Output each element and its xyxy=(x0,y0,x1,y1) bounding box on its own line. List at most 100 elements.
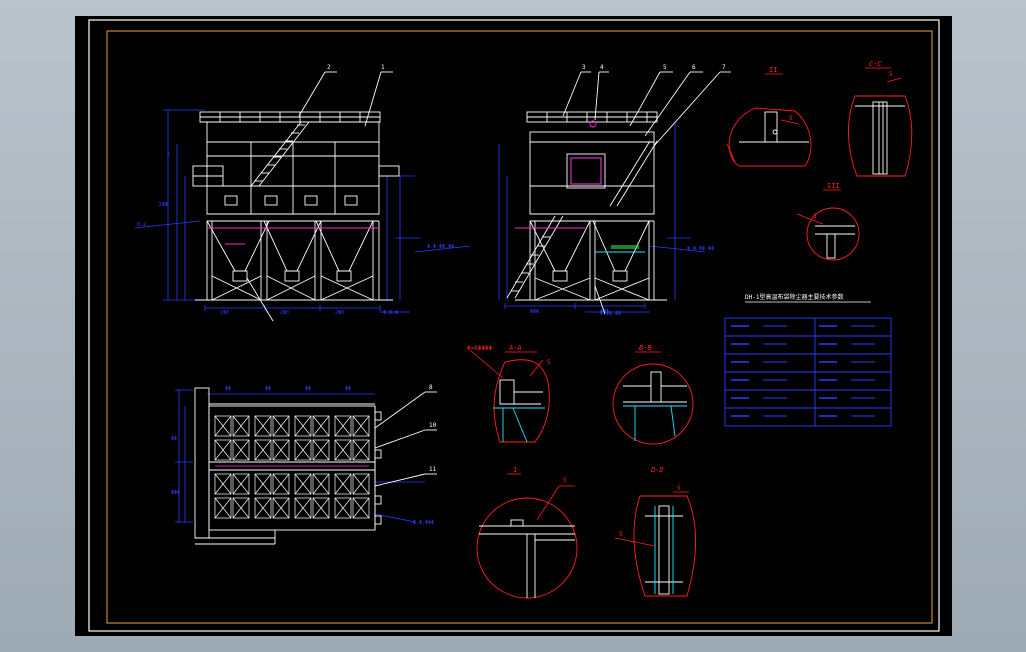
table-title: DH-1型高温布袋除尘器主要技术参数 xyxy=(745,293,843,301)
plan-view: ΦΦ ΦΦΦ ΦΦ ΦΦ ΦΦ ΦΦ Φ.Φ.ΦΦΦ xyxy=(171,384,437,545)
filter-bag-cross xyxy=(352,473,370,495)
filter-bag-cell xyxy=(272,497,290,519)
detail-2: II 5 xyxy=(726,66,812,167)
callout-side-d: 6 xyxy=(692,64,696,71)
filter-bag-cross xyxy=(214,415,232,437)
svg-text:ΦΦ: ΦΦ xyxy=(305,386,311,392)
label-a-a: A-A xyxy=(508,344,522,352)
svg-text:ΦΦ: ΦΦ xyxy=(345,386,351,392)
section-d-d: D-D 5 5 xyxy=(614,466,697,597)
filter-bag-cell xyxy=(312,415,330,437)
sheet-outer-frame xyxy=(88,19,940,632)
filter-bag-cell xyxy=(334,439,352,461)
filter-bag-cross xyxy=(214,473,232,495)
filter-bag-cell xyxy=(272,439,290,461)
callout-plan-b: 10 xyxy=(429,422,437,429)
filter-bag-cross xyxy=(254,439,272,461)
filter-bag-cell xyxy=(272,473,290,495)
filter-bag-cell xyxy=(352,415,370,437)
svg-text:ΦΦ: ΦΦ xyxy=(225,386,231,392)
filter-bag-cross xyxy=(294,497,312,519)
svg-text:ΦΦΦ: ΦΦΦ xyxy=(530,309,539,315)
svg-text:ΦΦ: ΦΦ xyxy=(265,386,271,392)
svg-text:ΣΦΦ: ΣΦΦ xyxy=(159,202,168,208)
svg-text:2Φ0: 2Φ0 xyxy=(335,310,344,316)
front-elevation: ΣΦΦ 2 2Φ0 2Φ0 2Φ0 8.2 Φ.Φ.Φ xyxy=(134,64,420,322)
callout-front-b: 1 xyxy=(381,64,385,71)
section-c-c: C-C 5 xyxy=(848,60,913,177)
svg-text:Φ.Φ.ΦΦ.ΦΦ: Φ.Φ.ΦΦ.ΦΦ xyxy=(427,244,454,250)
filter-bag-cross xyxy=(312,473,330,495)
filter-bag-cell xyxy=(254,497,272,519)
filter-bag-cell xyxy=(294,473,312,495)
detail-3: III 5 xyxy=(796,182,860,261)
svg-text:2: 2 xyxy=(167,152,170,158)
filter-bag-cell xyxy=(334,415,352,437)
filter-bag-cross xyxy=(334,497,352,519)
filter-bag-cell xyxy=(334,497,352,519)
filter-bag-cell xyxy=(214,473,232,495)
filter-bag-cell xyxy=(232,497,250,519)
filter-bag-cross xyxy=(232,415,250,437)
callout-side-b: 4 xyxy=(600,64,604,71)
filter-bag-cross xyxy=(214,497,232,519)
filter-bag-cross xyxy=(294,473,312,495)
filter-bag-cell xyxy=(334,473,352,495)
label-b-b: B-B xyxy=(639,344,652,352)
svg-text:Φ.Φ.ΦΦ.ΦΦ: Φ.Φ.ΦΦ.ΦΦ xyxy=(687,246,714,252)
callout-plan-c: 11 xyxy=(429,466,437,473)
filter-bag-cross xyxy=(312,439,330,461)
svg-text:2Φ0: 2Φ0 xyxy=(220,310,229,316)
label-c-c: C-C xyxy=(869,60,882,68)
parameter-table: DH-1型高温布袋除尘器主要技术参数 xyxy=(724,293,892,427)
filter-bag-cell xyxy=(214,497,232,519)
label-d-d: D-D xyxy=(650,466,664,474)
callout-side-e: 7 xyxy=(722,64,726,71)
label-detail-1: 1 xyxy=(513,466,517,474)
filter-bag-cell xyxy=(312,497,330,519)
detail-1: 1 5 xyxy=(476,466,578,599)
filter-bag-cross xyxy=(352,439,370,461)
svg-text:Φ=8ΦΦΦΦ: Φ=8ΦΦΦΦ xyxy=(467,345,493,352)
filter-bag-cell xyxy=(312,473,330,495)
weld-detail-1: 5 xyxy=(563,477,567,484)
filter-bag-cross xyxy=(352,415,370,437)
filter-bag-cell xyxy=(214,439,232,461)
svg-text:Φ.Φ.Φ: Φ.Φ.Φ xyxy=(383,310,398,316)
filter-bag-cell xyxy=(254,473,272,495)
weld-c-c: 5 xyxy=(889,71,893,78)
label-detail-3: III xyxy=(827,182,840,190)
filter-bag-cell xyxy=(214,415,232,437)
filter-bag-cell xyxy=(312,439,330,461)
filter-bag-cross xyxy=(312,415,330,437)
filter-bag-cell xyxy=(232,439,250,461)
filter-bag-cell xyxy=(294,497,312,519)
drawing-sheet: ΣΦΦ 2 2Φ0 2Φ0 2Φ0 8.2 Φ.Φ.Φ xyxy=(75,16,952,636)
filter-bag-cross xyxy=(254,497,272,519)
svg-text:ΦΦΦ: ΦΦΦ xyxy=(171,490,180,496)
weld-detail-3: 5 xyxy=(813,213,817,220)
filter-bag-cross xyxy=(334,473,352,495)
filter-bag-cell xyxy=(294,439,312,461)
filter-bag-cell xyxy=(352,497,370,519)
filter-bag-cross xyxy=(232,473,250,495)
filter-bag-cross xyxy=(232,439,250,461)
side-elevation: Φ.Φ.ΦΦ.ΦΦ Φ.Φ.ΦΦ.ΦΦ Φ.ΦΦ.ΦΦ ΦΦΦ ΦΦΦ xyxy=(414,64,731,317)
filter-bag-cross xyxy=(352,497,370,519)
weld-aa: 5 xyxy=(547,359,551,366)
filter-bag-cell xyxy=(352,439,370,461)
svg-text:2Φ0: 2Φ0 xyxy=(280,310,289,316)
svg-text:8.2: 8.2 xyxy=(137,222,146,228)
filter-bag-cross xyxy=(254,473,272,495)
callout-side-c: 5 xyxy=(663,64,667,71)
filter-bag-cell xyxy=(272,415,290,437)
cad-drawing: ΣΦΦ 2 2Φ0 2Φ0 2Φ0 8.2 Φ.Φ.Φ xyxy=(88,19,940,632)
filter-bag-cross xyxy=(312,497,330,519)
weld-d-d: 5 xyxy=(677,485,681,492)
callout-front-a: 2 xyxy=(327,64,331,71)
sheet-inner-frame xyxy=(106,30,933,624)
svg-text:ΦΦ: ΦΦ xyxy=(171,436,177,442)
filter-bag-cross xyxy=(272,473,290,495)
filter-bag-cell xyxy=(254,439,272,461)
section-a-a: A-A Φ=8ΦΦΦΦ 5 xyxy=(467,344,551,443)
